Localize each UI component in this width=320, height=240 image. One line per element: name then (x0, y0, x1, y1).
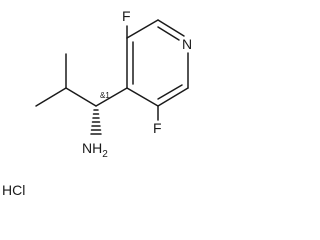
ring-bond-c2-n (157, 19, 185, 37)
salt-label: HCl (2, 182, 25, 198)
ring-bond-c3-c2 (126, 19, 159, 39)
bond-c4-chiral (95, 87, 128, 107)
atom-fluorine-bottom: F (153, 120, 162, 136)
stereo-descriptor: &1 (100, 91, 110, 100)
ring-bond-c6-c5-double (157, 84, 183, 100)
amine-nh: NH (82, 140, 102, 156)
bond-chiral-isopropyl (65, 87, 97, 107)
atom-amine: NH2 (82, 140, 108, 160)
ring-bond-c2-n-double (157, 26, 180, 41)
hashed-wedge-bond (90, 109, 102, 135)
chemical-structure: F N F NH2 &1 HCl (2, 8, 192, 198)
ring-bond-c5-c4 (126, 87, 159, 107)
amine-subscript: 2 (102, 149, 108, 160)
ring-bond-c6-c5 (157, 87, 189, 107)
atom-fluorine-top: F (122, 8, 131, 24)
atom-nitrogen-ring: N (182, 36, 192, 52)
pyridine-ring (126, 19, 189, 107)
substituent-bonds (35, 25, 159, 121)
bond-isopropyl-methyl-left (35, 87, 67, 107)
